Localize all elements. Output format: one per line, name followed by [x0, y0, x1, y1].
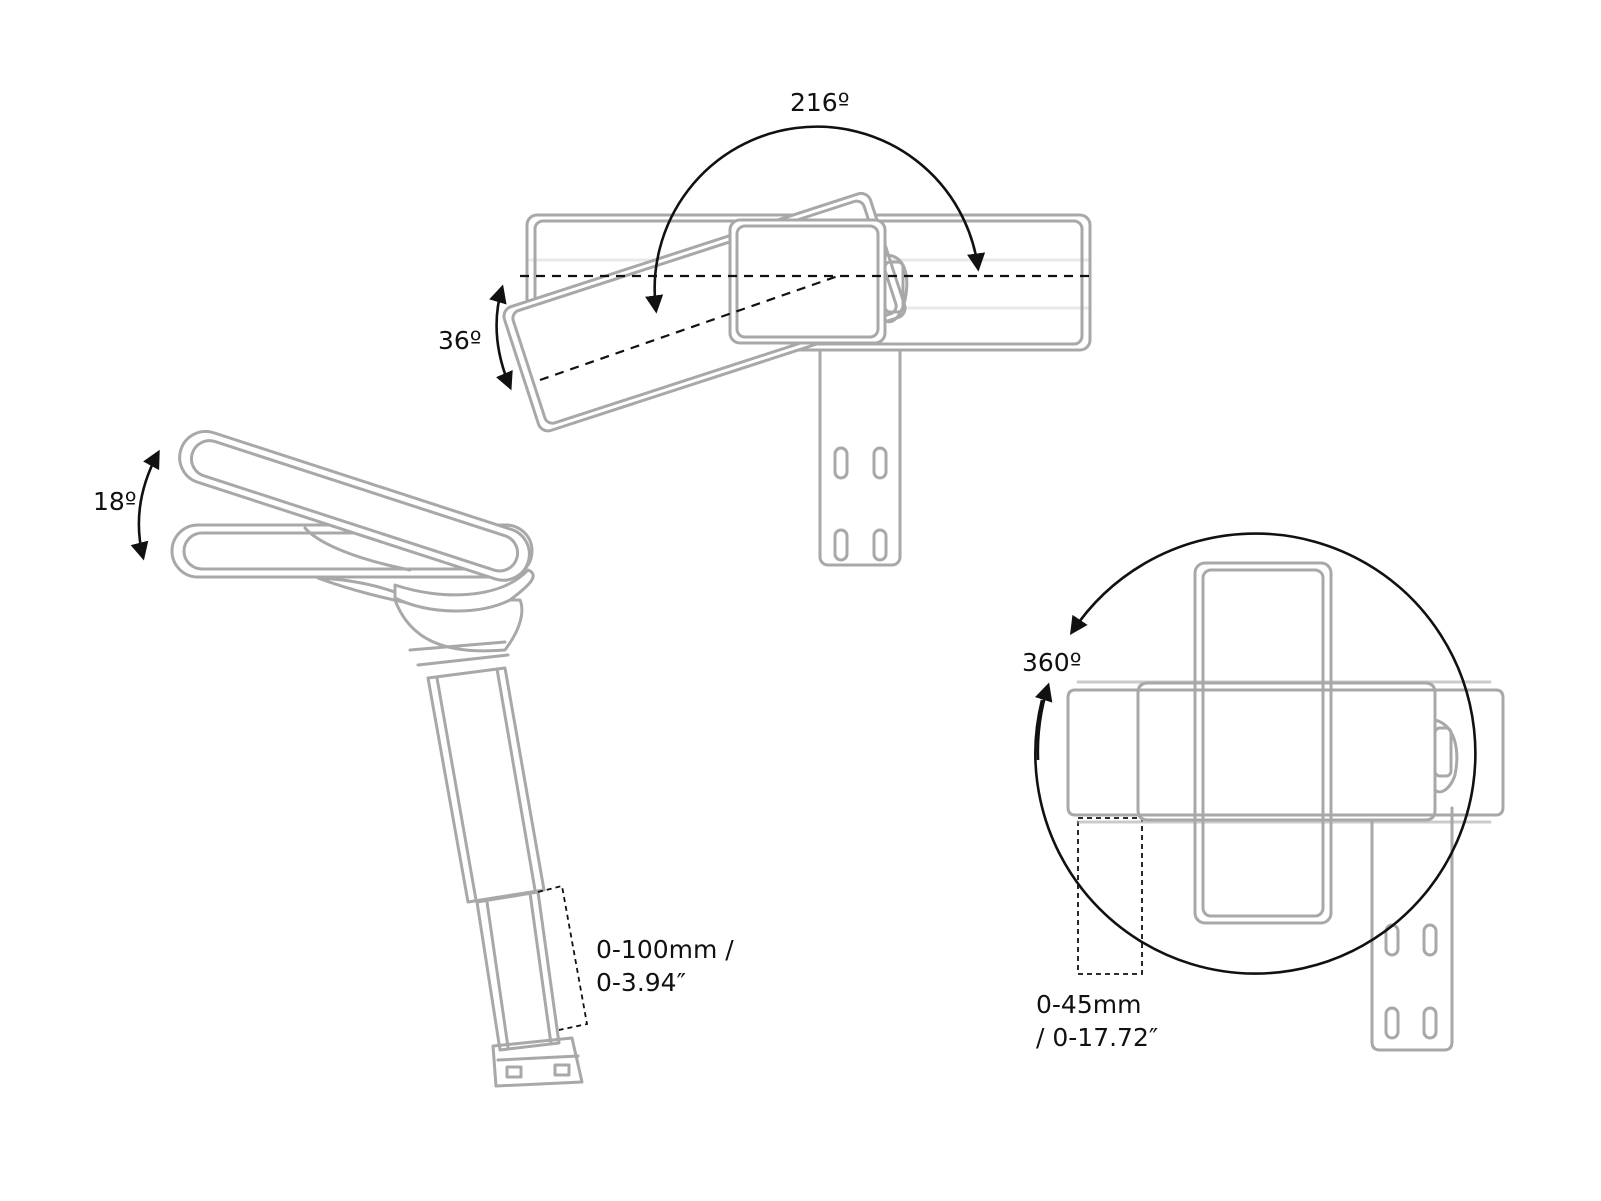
pivot-angle-label: 36º — [438, 326, 482, 355]
height-range-label-line1: 0-100mm / — [596, 935, 734, 964]
top-view-swivel: 216º 36º — [438, 88, 1092, 567]
top-mount-bracket — [818, 333, 902, 567]
rotation-angle-label: 360º — [1022, 648, 1082, 677]
right-armpad-rotated — [1193, 561, 1333, 925]
tilt-arrow — [130, 449, 160, 561]
swivel-angle-label: 216º — [790, 88, 850, 117]
height-range-bracket — [537, 884, 589, 1031]
rotation-arrow-lower-head — [1034, 682, 1053, 761]
side-armpad-tilted — [178, 429, 531, 582]
side-pad-seam — [303, 526, 412, 572]
side-post-lower — [475, 890, 561, 1052]
depth-range-bracket — [1077, 817, 1143, 975]
tilt-angle-label: 18º — [93, 487, 137, 516]
top-center-block — [728, 218, 909, 345]
side-joint — [316, 568, 535, 667]
right-mount-bracket — [1370, 806, 1454, 1052]
side-view-tilt-height: 18º 0-100mm / 0-3.94″ — [93, 429, 734, 1088]
side-base-clamp — [491, 1036, 584, 1088]
right-view-rotation-depth: 360º 0-45mm / 0-17.72″ — [1022, 532, 1505, 1052]
side-post-upper — [426, 666, 546, 904]
pivot-arrow — [489, 284, 513, 391]
depth-range-label-line2: / 0-17.72″ — [1036, 1023, 1158, 1052]
swivel-arc-arrow — [645, 125, 986, 314]
rotation-circle-arrow — [1034, 532, 1477, 975]
height-range-label-line2: 0-3.94″ — [596, 968, 686, 997]
depth-range-label-line1: 0-45mm — [1036, 990, 1141, 1019]
right-center-block — [1136, 681, 1459, 822]
